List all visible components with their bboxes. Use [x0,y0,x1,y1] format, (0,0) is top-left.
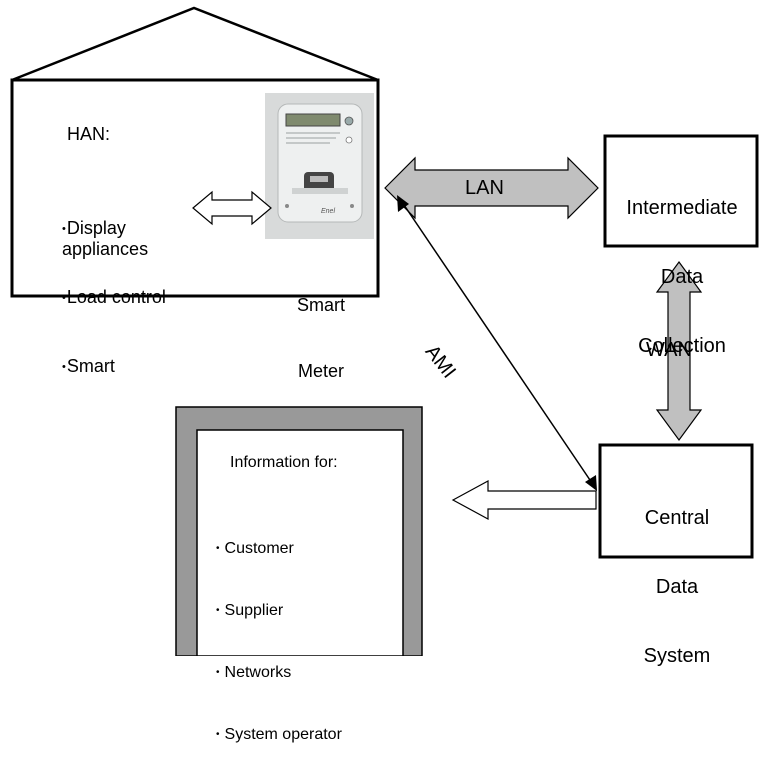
lan-double-arrow [384,156,599,220]
info-arrow [451,479,597,521]
intermediate-data-collection-box [603,134,759,248]
lan-label: LAN [465,177,504,199]
house-roof [11,6,379,82]
info-list: Customer Supplier Networks System operat… [216,499,342,767]
central-data-system-box [598,443,754,559]
info-item-supplier: Supplier [216,601,342,623]
info-title: Information for: [230,454,338,471]
info-item-system-operator: System operator [216,725,342,747]
info-item-customer: Customer [216,539,342,561]
info-item-networks: Networks [216,663,342,685]
wan-label: WAN [646,339,692,361]
han-item-smart: Smart [62,355,166,380]
han-item-appliances: appliances [62,239,149,259]
central-data-system-label: Central Data System [643,507,711,667]
ami-arrowhead-bottom [585,475,597,491]
intermediate-data-collection-label: Intermediate Data Collection [626,197,738,357]
wan-double-arrow [655,260,703,442]
smart-meter-image [265,93,374,239]
han-item-load-control: Load control [62,286,166,311]
han-title: HAN: [67,124,111,144]
meter-brand: Enel [321,208,336,215]
diagram-canvas [10,6,759,656]
han-item-display: Display [62,217,166,242]
ami-arrowhead-top [397,195,409,212]
han-double-arrow [192,190,272,226]
ami-link-line [401,201,593,484]
han-list: Display Load control Smart [62,173,166,402]
smart-meter-label: Smart Meter [296,295,345,381]
